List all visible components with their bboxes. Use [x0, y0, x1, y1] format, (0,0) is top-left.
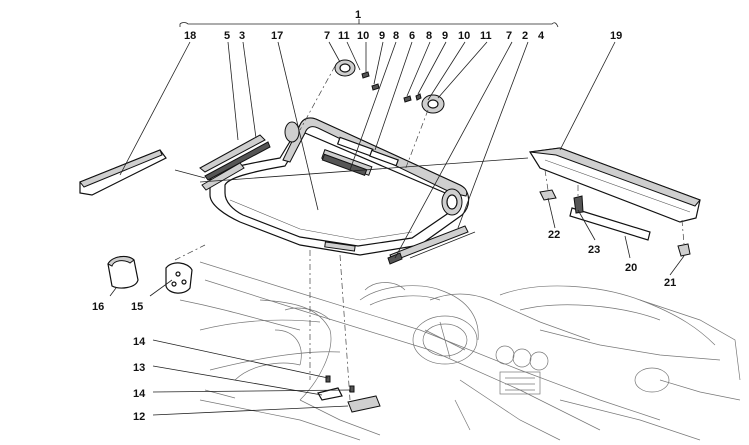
- label-15: 15: [131, 301, 143, 313]
- label-11: 11: [338, 30, 350, 42]
- car-interior-outline: [179, 261, 741, 441]
- mounting-hardware: [334, 59, 445, 114]
- trim-cover-19: [528, 147, 701, 223]
- weatherstrip-right: [387, 225, 476, 265]
- label-12: 12: [133, 411, 145, 423]
- mirror-parts: [107, 255, 193, 294]
- label-14: 14: [133, 336, 146, 348]
- label-3: 3: [239, 30, 245, 42]
- trim-cover-18: [79, 149, 167, 196]
- label-17: 17: [271, 30, 283, 42]
- label-8: 8: [393, 30, 399, 42]
- label-9: 9: [379, 30, 385, 42]
- label-7: 7: [506, 30, 512, 42]
- label-18: 18: [184, 30, 196, 42]
- label-5: 5: [224, 30, 230, 42]
- assembly-bracket: [179, 19, 559, 28]
- label-2: 2: [522, 30, 528, 42]
- label-16: 16: [92, 301, 104, 313]
- label-8: 8: [426, 30, 432, 42]
- label-9: 9: [442, 30, 448, 42]
- lower-mount-parts: [317, 375, 381, 413]
- construction-lines: [174, 65, 685, 401]
- label-10: 10: [357, 30, 369, 42]
- label-19: 19: [610, 30, 622, 42]
- leader-lines: [109, 41, 685, 416]
- label-1: 1: [355, 9, 361, 21]
- callout-labels: 1 18 5 3 17 7 11 10 9 8 6 8 9 10 11 7 2 …: [92, 9, 676, 423]
- label-11: 11: [480, 30, 492, 42]
- label-20: 20: [625, 262, 637, 274]
- label-13: 13: [133, 362, 145, 374]
- label-10: 10: [458, 30, 470, 42]
- label-14: 14: [133, 388, 146, 400]
- bracket-parts-20-23: [539, 189, 691, 257]
- label-4: 4: [538, 30, 545, 42]
- label-7: 7: [324, 30, 330, 42]
- label-21: 21: [664, 277, 676, 289]
- label-22: 22: [548, 229, 560, 241]
- windshield-frame: [209, 117, 470, 256]
- label-23: 23: [588, 244, 600, 256]
- label-6: 6: [409, 30, 415, 42]
- weatherstrip-left: [199, 134, 271, 191]
